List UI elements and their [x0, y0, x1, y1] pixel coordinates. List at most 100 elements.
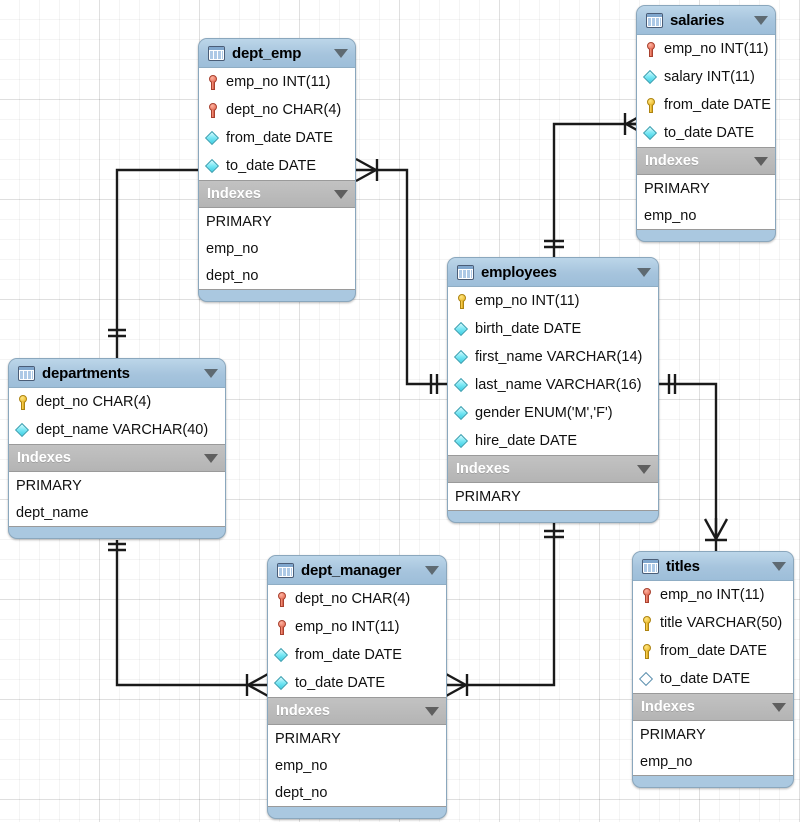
- column-row[interactable]: from_date DATE: [268, 641, 446, 669]
- index-label: emp_no: [206, 240, 259, 257]
- index-label: dept_no: [275, 784, 328, 801]
- column-row[interactable]: from_date DATE: [637, 91, 775, 119]
- chevron-down-icon[interactable]: [334, 189, 348, 199]
- column-row[interactable]: dept_no CHAR(4): [268, 585, 446, 613]
- column-icon: [644, 68, 658, 86]
- column-row[interactable]: birth_date DATE: [448, 315, 658, 343]
- index-row[interactable]: emp_no: [637, 202, 775, 229]
- indexes-section-header[interactable]: Indexes: [199, 181, 355, 208]
- index-row[interactable]: PRIMARY: [448, 483, 658, 510]
- index-row[interactable]: dept_name: [9, 499, 225, 526]
- index-row[interactable]: dept_no: [268, 779, 446, 806]
- chevron-down-icon[interactable]: [637, 464, 651, 474]
- indexes-section-header[interactable]: Indexes: [9, 445, 225, 472]
- chevron-down-icon[interactable]: [425, 565, 439, 575]
- chevron-down-icon[interactable]: [204, 368, 218, 378]
- table-name-label: titles: [666, 557, 700, 575]
- column-row[interactable]: emp_no INT(11): [633, 581, 793, 609]
- indexes-label: Indexes: [17, 450, 71, 466]
- index-row[interactable]: emp_no: [199, 235, 355, 262]
- index-row[interactable]: PRIMARY: [9, 472, 225, 499]
- column-label: salary INT(11): [664, 69, 755, 85]
- relationship-employees-dept_emp[interactable]: [355, 157, 447, 394]
- index-row[interactable]: PRIMARY: [637, 175, 775, 202]
- table-icon: [457, 264, 474, 280]
- table-header-dept_manager[interactable]: dept_manager: [268, 556, 446, 585]
- chevron-down-icon[interactable]: [334, 48, 348, 58]
- indexes-list: PRIMARY: [448, 483, 658, 511]
- index-label: PRIMARY: [455, 488, 521, 505]
- chevron-down-icon[interactable]: [772, 702, 786, 712]
- indexes-label: Indexes: [276, 703, 330, 719]
- column-row[interactable]: last_name VARCHAR(16): [448, 371, 658, 399]
- index-row[interactable]: PRIMARY: [199, 208, 355, 235]
- index-label: PRIMARY: [275, 730, 341, 747]
- table-titles[interactable]: titles emp_no INT(11)title VARCHAR(50)fro…: [632, 551, 794, 788]
- index-row[interactable]: emp_no: [633, 748, 793, 775]
- column-icon: [455, 320, 469, 338]
- column-label: hire_date DATE: [475, 433, 578, 449]
- column-label: dept_name VARCHAR(40): [36, 422, 209, 438]
- columns-list: dept_no CHAR(4) dept_name VARCHAR(40): [9, 388, 225, 445]
- column-row[interactable]: to_date DATE: [199, 152, 355, 180]
- column-row[interactable]: salary INT(11): [637, 63, 775, 91]
- indexes-section-header[interactable]: Indexes: [448, 456, 658, 483]
- chevron-down-icon[interactable]: [637, 267, 651, 277]
- column-icon: [206, 129, 220, 147]
- relationship-employees-salaries[interactable]: [544, 111, 647, 257]
- index-row[interactable]: dept_no: [199, 262, 355, 289]
- column-row[interactable]: to_date DATE: [268, 669, 446, 697]
- column-row[interactable]: first_name VARCHAR(14): [448, 343, 658, 371]
- column-row[interactable]: gender ENUM('M','F'): [448, 399, 658, 427]
- indexes-section-header[interactable]: Indexes: [633, 694, 793, 721]
- column-row[interactable]: dept_name VARCHAR(40): [9, 416, 225, 444]
- chevron-down-icon[interactable]: [425, 706, 439, 716]
- chevron-down-icon[interactable]: [772, 561, 786, 571]
- index-label: dept_name: [16, 504, 89, 521]
- column-row[interactable]: dept_no CHAR(4): [199, 96, 355, 124]
- chevron-down-icon[interactable]: [754, 156, 768, 166]
- indexes-list: PRIMARY emp_no dept_no: [199, 208, 355, 290]
- nullable-column-icon: [640, 670, 654, 688]
- column-row[interactable]: from_date DATE: [199, 124, 355, 152]
- index-row[interactable]: emp_no: [268, 752, 446, 779]
- index-row[interactable]: PRIMARY: [633, 721, 793, 748]
- column-row[interactable]: emp_no INT(11): [268, 613, 446, 641]
- primary-key-icon: [16, 393, 30, 411]
- column-row[interactable]: emp_no INT(11): [448, 287, 658, 315]
- column-row[interactable]: to_date DATE: [637, 119, 775, 147]
- table-header-titles[interactable]: titles: [633, 552, 793, 581]
- table-header-dept_emp[interactable]: dept_emp: [199, 39, 355, 68]
- indexes-section-header[interactable]: Indexes: [637, 148, 775, 175]
- relationship-employees-titles[interactable]: [659, 374, 729, 551]
- column-row[interactable]: hire_date DATE: [448, 427, 658, 455]
- chevron-down-icon[interactable]: [204, 453, 218, 463]
- index-row[interactable]: PRIMARY: [268, 725, 446, 752]
- column-label: emp_no INT(11): [475, 293, 580, 309]
- column-row[interactable]: title VARCHAR(50): [633, 609, 793, 637]
- table-header-salaries[interactable]: salaries: [637, 6, 775, 35]
- chevron-down-icon[interactable]: [754, 15, 768, 25]
- column-label: last_name VARCHAR(16): [475, 377, 642, 393]
- column-row[interactable]: emp_no INT(11): [199, 68, 355, 96]
- relationship-departments-dept_manager[interactable]: [108, 540, 269, 698]
- relationship-employees-dept_manager[interactable]: [445, 520, 564, 698]
- columns-list: dept_no CHAR(4)emp_no INT(11)from_date D…: [268, 585, 446, 698]
- column-row[interactable]: dept_no CHAR(4): [9, 388, 225, 416]
- table-header-departments[interactable]: departments: [9, 359, 225, 388]
- indexes-section-header[interactable]: Indexes: [268, 698, 446, 725]
- column-row[interactable]: emp_no INT(11): [637, 35, 775, 63]
- column-label: dept_no CHAR(4): [226, 102, 342, 118]
- column-row[interactable]: from_date DATE: [633, 637, 793, 665]
- table-header-employees[interactable]: employees: [448, 258, 658, 287]
- column-row[interactable]: to_date DATE: [633, 665, 793, 693]
